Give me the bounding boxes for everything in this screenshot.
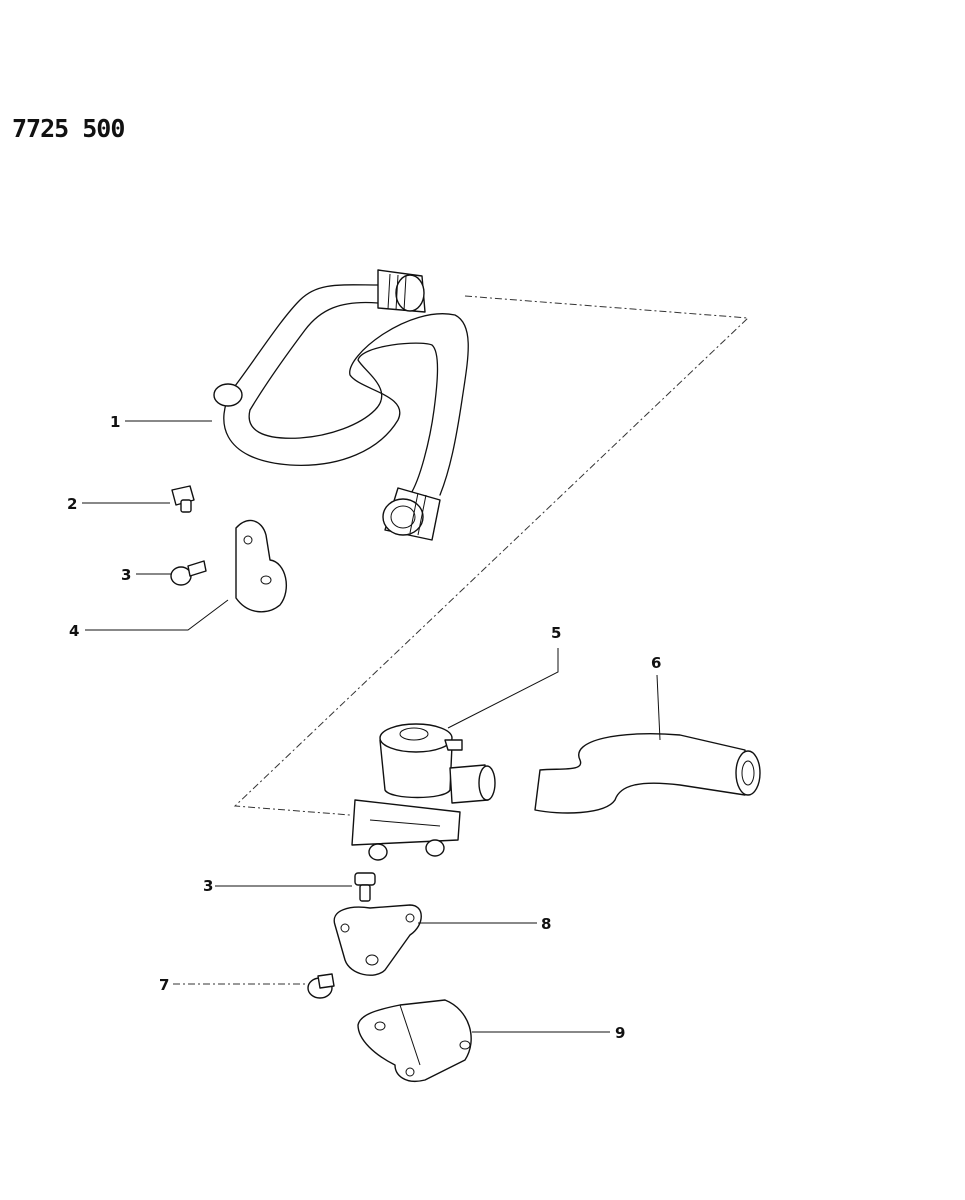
- part-7-nut[interactable]: [307, 973, 335, 999]
- assembly-reference-lines: [233, 295, 750, 816]
- callout-1: 1: [110, 413, 120, 431]
- callout-4: 4: [69, 622, 79, 640]
- diagram-part-number: 7725 500: [12, 114, 125, 143]
- callout-7: 7: [159, 976, 169, 994]
- callout-6: 6: [651, 654, 661, 672]
- callout-3-lower: 3: [203, 877, 213, 895]
- callout-9: 9: [615, 1024, 625, 1042]
- part-2-bolt[interactable]: [171, 485, 195, 513]
- callout-8: 8: [541, 915, 551, 933]
- callout-5: 5: [551, 624, 561, 642]
- part-9-mounting-bracket[interactable]: [357, 999, 472, 1082]
- part-4-bracket[interactable]: [235, 519, 288, 613]
- callout-labels: 1 2 3 4 5 6 3 8 7 9: [67, 413, 661, 1042]
- part-3-bolt-lower[interactable]: [354, 872, 376, 902]
- part-8-gasket[interactable]: [333, 904, 422, 976]
- part-3-bolt-upper[interactable]: [170, 560, 207, 586]
- callout-3-upper: 3: [121, 566, 131, 584]
- callout-2: 2: [67, 495, 77, 513]
- part-1-injection-tube[interactable]: [213, 269, 469, 541]
- part-5-air-valve[interactable]: [351, 723, 496, 861]
- part-6-hose[interactable]: [534, 733, 761, 814]
- callout-leader-lines: [82, 420, 661, 1033]
